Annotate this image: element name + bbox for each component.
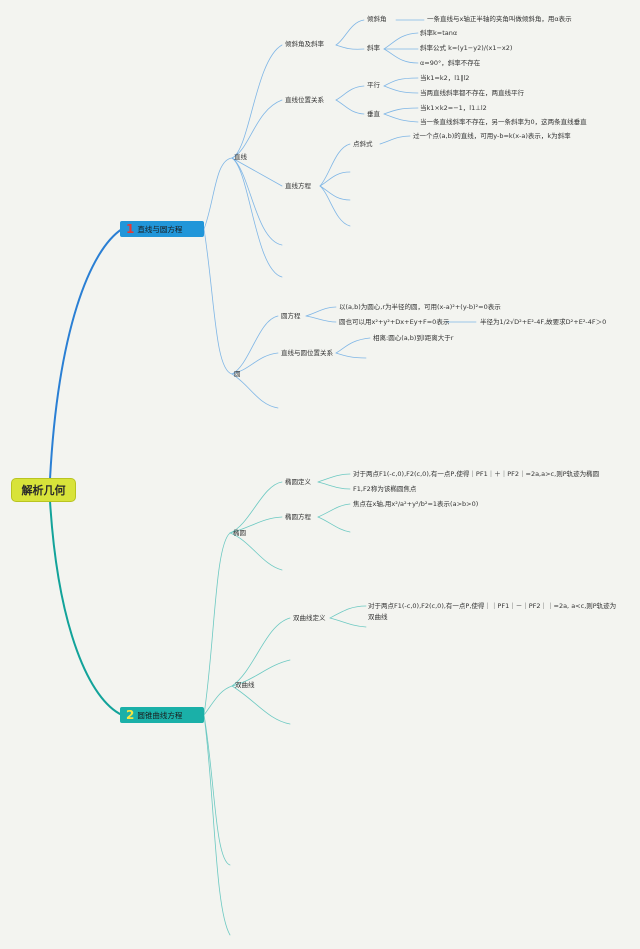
node-slope-90: α=90°，斜率不存在 — [420, 59, 481, 67]
node-line[interactable]: 直线 — [234, 153, 247, 161]
node-line-circle[interactable]: 直线与圆位置关系 — [281, 349, 333, 357]
node-ellipse[interactable]: 椭圆 — [233, 529, 246, 537]
node-slope[interactable]: 斜率 — [367, 44, 380, 52]
node-hyperbola-def-1: 对于两点F1(-c,0),F2(c,0),有一点P,使得｜｜PF1｜－｜PF2｜… — [368, 602, 617, 610]
node-circle-eq-1: 以(a,b)为圆心,r为半径的圆，可用(x-a)²+(y-b)²=0表示 — [339, 303, 501, 311]
node-line-position[interactable]: 直线位置关系 — [285, 96, 324, 104]
node-ellipse-def-2: F1,F2称为该椭圆焦点 — [353, 485, 417, 493]
branch-number: 1 — [126, 222, 135, 236]
branch-node-line-circle[interactable]: 1 直线与圆方程 — [120, 221, 204, 237]
node-incline-angle[interactable]: 倾斜角 — [367, 15, 387, 23]
node-tangent: 相离:圆心(a,b)到l距离大于r — [373, 334, 454, 342]
branch-number: 2 — [126, 708, 135, 722]
node-ellipse-def[interactable]: 椭圆定义 — [285, 478, 311, 486]
node-point-slope[interactable]: 点斜式 — [353, 140, 373, 148]
node-circle-equation[interactable]: 圆方程 — [281, 312, 301, 320]
node-hyperbola[interactable]: 双曲线 — [235, 681, 255, 689]
branch-label: 圆锥曲线方程 — [137, 710, 183, 720]
node-perp-1: 当k1×k2=−1，l1⊥l2 — [420, 104, 487, 112]
connector-root-branch2 — [49, 500, 123, 716]
node-point-slope-def: 过一个点(a,b)的直线，可用y-b=k(x-a)表示，k为斜率 — [413, 132, 571, 140]
node-hyperbola-def-2: 双曲线 — [368, 613, 388, 621]
node-perp-2: 当一条直线斜率不存在，另一条斜率为0，这两条直线垂直 — [420, 118, 587, 126]
node-incline-angle-def: 一条直线与x轴正半轴的夹角叫做倾斜角，用α表示 — [427, 15, 572, 23]
connector-root-branch1 — [49, 228, 123, 480]
branch-label: 直线与圆方程 — [137, 224, 183, 234]
node-parallel-1: 当k1=k2，l1∥l2 — [420, 74, 470, 82]
node-circle-eq-radius: 半径为1/2√D²+E²-4F,故要求D²+E²-4F＞0 — [480, 318, 607, 326]
node-circle[interactable]: 圆 — [234, 370, 241, 378]
node-parallel[interactable]: 平行 — [367, 81, 380, 89]
node-perpendicular[interactable]: 垂直 — [367, 110, 380, 118]
node-parallel-2: 当两直线斜率都不存在，两直线平行 — [420, 89, 524, 97]
node-ellipse-eq-1: 焦点在x轴,用x²/a²+y²/b²=1表示(a>b>0) — [353, 500, 479, 508]
node-slope-def: 斜率k=tanα — [420, 29, 458, 37]
root-node[interactable]: 解析几何 — [12, 479, 75, 501]
node-ellipse-def-1: 对于两点F1(-c,0),F2(c,0),有一点P,使得｜PF1｜＋｜PF2｜=… — [353, 470, 600, 478]
node-incline-slope[interactable]: 倾斜角及斜率 — [285, 40, 324, 48]
node-slope-formula: 斜率公式 k=(y1−y2)/(x1−x2) — [420, 44, 513, 52]
branch-node-conic[interactable]: 2 圆锥曲线方程 — [120, 707, 204, 723]
node-ellipse-eq[interactable]: 椭圆方程 — [285, 513, 311, 521]
node-line-equation[interactable]: 直线方程 — [285, 182, 311, 190]
node-circle-eq-2: 圆也可以用x²+y²+Dx+Ey+F=0表示 — [339, 318, 450, 326]
node-hyperbola-def[interactable]: 双曲线定义 — [293, 614, 326, 622]
